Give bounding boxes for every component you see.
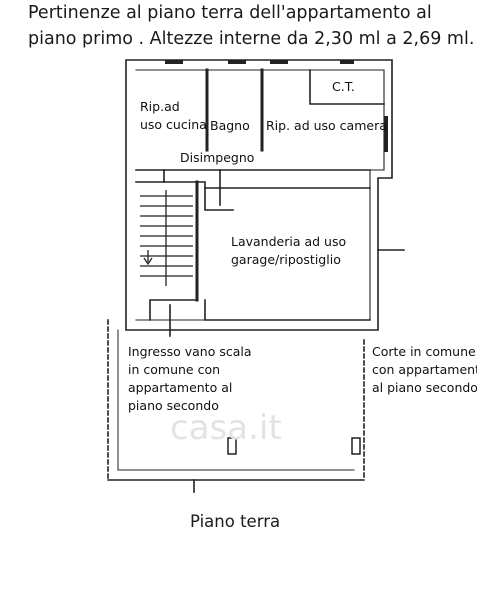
label-ct: C.T. bbox=[332, 79, 355, 94]
window-top-4 bbox=[340, 60, 354, 64]
wall-lavanderia-bottom bbox=[204, 299, 371, 321]
label-corte-3: al piano secondo bbox=[372, 380, 477, 395]
label-corte-1: Corte in comune bbox=[372, 344, 476, 359]
label-lavanderia-2: garage/ripostiglio bbox=[231, 252, 341, 267]
wall-partition bbox=[149, 299, 198, 321]
pillar-right bbox=[351, 437, 361, 455]
outer-wall bbox=[125, 59, 393, 331]
window-top-2 bbox=[228, 60, 246, 64]
header-line-1: Pertinenze al piano terra dell'appartame… bbox=[28, 3, 432, 23]
window-top-3 bbox=[270, 60, 288, 64]
label-ingresso-1: Ingresso vano scala bbox=[128, 344, 252, 359]
window-top-1 bbox=[165, 60, 183, 64]
stairs bbox=[140, 190, 193, 286]
label-rip-camera: Rip. ad uso camera bbox=[266, 118, 387, 133]
label-disimpegno: Disimpegno bbox=[180, 150, 255, 165]
pillar-left bbox=[227, 437, 237, 455]
label-bagno: Bagno bbox=[210, 118, 250, 133]
plan-title: Piano terra bbox=[190, 512, 281, 531]
label-ingresso-2: in comune con bbox=[128, 362, 221, 377]
ct-room bbox=[309, 69, 385, 105]
courtyard-inner bbox=[117, 329, 355, 471]
wall-lower-band bbox=[135, 181, 234, 211]
label-ingresso-4: piano secondo bbox=[128, 398, 219, 413]
label-corte-2: con appartamento bbox=[372, 362, 477, 377]
label-ingresso-3: appartamento al bbox=[128, 380, 233, 395]
header-line-2: piano primo . Altezze interne da 2,30 ml… bbox=[28, 29, 475, 49]
label-rip-cucina-1: Rip.ad bbox=[140, 99, 180, 114]
label-rip-cucina-2: uso cucina bbox=[140, 117, 207, 132]
label-lavanderia-1: Lavanderia ad uso bbox=[231, 234, 347, 249]
watermark: casa.it bbox=[170, 408, 282, 448]
